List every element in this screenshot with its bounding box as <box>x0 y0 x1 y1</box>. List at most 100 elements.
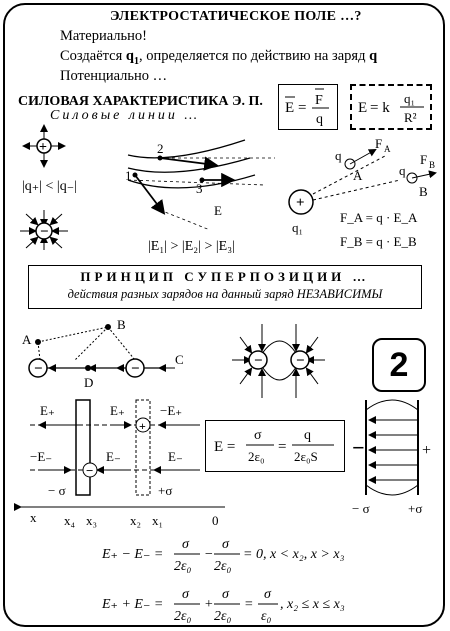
e-compare: |E₁| > |E₂| > |E₃| <box>148 239 235 254</box>
superposition-box: ПРИНЦИП СУПЕРПОЗИЦИИ … действия разных з… <box>28 265 422 309</box>
label-neg-e-minus: −E₋ <box>30 449 52 464</box>
force-fa: F <box>375 136 382 151</box>
axis-x: x <box>30 510 37 525</box>
negative-charge-icon: − <box>20 210 68 250</box>
svg-text:−: − <box>40 224 49 240</box>
field-lines-diagram: + |q₊| < |q₋| − 2 1 3 E |E₁| > |E₂| > |E… <box>20 124 437 254</box>
eq2-n2: σ <box>222 587 230 602</box>
axis-x4: x₄ <box>64 513 76 528</box>
curved-field-lines <box>127 139 275 231</box>
text-line-2-mid: , определяется по действию на заряд <box>138 48 370 64</box>
point-c-label: C <box>175 352 184 367</box>
plate-eq: = <box>278 439 286 455</box>
label-sigma-minus: − σ <box>48 483 66 498</box>
label-neg-e-plus: −E₊ <box>160 403 182 418</box>
charge-q: q <box>369 48 378 64</box>
eq1-op: − <box>204 547 213 562</box>
svg-text:+: + <box>139 419 146 433</box>
axis-zero: 0 <box>212 513 219 528</box>
eq1-d1: 2ε₀ <box>174 559 192 574</box>
cap-plus: + <box>422 442 431 459</box>
card-frame <box>3 3 445 627</box>
formula-lhs: E <box>285 100 294 116</box>
plate-den1: 2ε₀ <box>248 449 265 464</box>
label-sigma-plus: +σ <box>158 483 172 498</box>
charge-q1-sub: 1 <box>133 55 139 67</box>
point-a: A <box>353 168 363 183</box>
svg-text:−: − <box>296 353 305 369</box>
formula-fa: F_A = q · E_A <box>340 210 418 225</box>
page-title: ЭЛЕКТРОСТАТИЧЕСКОЕ ПОЛЕ …? <box>110 9 362 24</box>
force-fb: F <box>420 152 427 167</box>
point-b-label: B <box>117 317 126 332</box>
plate-den2: 2ε₀S <box>294 449 318 464</box>
eq1-n1: σ <box>182 537 190 552</box>
svg-text:+: + <box>39 140 47 155</box>
formula-e-coulomb-svg: E = k q₁ R² <box>358 91 424 125</box>
formula-num: q₁ <box>404 91 415 106</box>
source-q1: q₁ <box>292 220 303 235</box>
label-e-plus-left: E₊ <box>40 403 55 418</box>
formula-eq: = <box>298 100 306 116</box>
charge-q-a: q <box>335 148 342 163</box>
eq1-n2: σ <box>222 537 230 552</box>
force-fb-sub: B <box>429 160 435 170</box>
plate-num1: σ <box>254 428 262 443</box>
superposition-subtitle: действия разных зарядов на данный заряд … <box>67 287 383 301</box>
charge-compare: |q₊| < |q₋| <box>22 179 77 194</box>
svg-text:−: − <box>34 361 43 377</box>
section-title: СИЛОВАЯ ХАРАКТЕРИСТИКА Э. П. <box>18 94 263 109</box>
formula-den: R² <box>404 110 417 125</box>
formula-num: F <box>315 93 323 108</box>
axis-x3: x₃ <box>86 513 97 528</box>
label-e-minus-right: E₋ <box>168 449 183 464</box>
positive-charge-icon: + <box>22 124 66 168</box>
eq1-rhs: = 0, x < x₂, x > x₃ <box>243 547 345 562</box>
plates-diagram: + − E₊ E₊ −E₊ −E₋ E₋ E₋ − σ +σ x x₄ x₃ x… <box>14 399 431 528</box>
eq2-mid: = <box>244 597 253 612</box>
force-fa-sub: A <box>384 144 391 154</box>
point-label-3: 3 <box>196 181 203 196</box>
point-b: B <box>419 184 428 199</box>
text-line-2: Создаётся q1, определяется по действию н… <box>60 48 377 67</box>
svg-text:−: − <box>254 353 263 369</box>
cap-minus: − <box>352 435 365 460</box>
charge-q-b: q <box>399 163 406 178</box>
point-label-2: 2 <box>157 141 164 156</box>
text-line-1: Материально! <box>60 28 147 44</box>
eq1-lhs: E₊ − E₋ = <box>101 547 163 562</box>
text-line-2-prefix: Создаётся <box>60 48 126 64</box>
svg-text:−: − <box>86 463 93 478</box>
slide-number-badge: 2 <box>372 338 426 392</box>
point-label-1: 1 <box>125 168 132 183</box>
eq2-d1: 2ε₀ <box>174 609 192 624</box>
formula-lhs: E <box>358 100 367 116</box>
eq2-rhs: , x₂ ≤ x ≤ x₃ <box>280 597 345 612</box>
axis-x1: x₁ <box>152 513 163 528</box>
superposition-title: ПРИНЦИП СУПЕРПОЗИЦИИ … <box>80 269 370 284</box>
plate-num2: q <box>304 428 311 443</box>
label-e-minus-mid: E₋ <box>106 449 121 464</box>
formula-e-definition-svg: E = F q <box>285 88 329 127</box>
eq2-lhs: E₊ + E₋ = <box>101 597 163 612</box>
cap-sigma-plus: +σ <box>408 501 422 516</box>
formula-eq: = k <box>370 100 390 116</box>
plate-formula-box: E = σ 2ε₀ = q 2ε₀S <box>205 420 345 472</box>
force-diagram: + <box>288 149 437 215</box>
label-e-plus-mid: E₊ <box>110 403 125 418</box>
charge-q1: q <box>125 48 134 64</box>
eq2-d2: 2ε₀ <box>214 609 232 624</box>
plate-formula-svg: E = σ 2ε₀ = q 2ε₀S <box>214 428 334 464</box>
point-d-label: D <box>84 375 93 390</box>
point-a-label: A <box>22 332 32 347</box>
eq1-d2: 2ε₀ <box>214 559 232 574</box>
cap-sigma-minus: − σ <box>352 501 370 516</box>
eq2-n3: σ <box>264 587 272 602</box>
formula-fb: F_B = q · E_B <box>340 234 417 249</box>
svg-text:+: + <box>296 195 305 211</box>
eq2-n1: σ <box>182 587 190 602</box>
svg-text:−: − <box>131 361 140 377</box>
field-lines-label: Силовые линии … <box>50 108 200 123</box>
eq2-op: + <box>204 597 213 612</box>
plate-lhs: E = <box>214 439 235 455</box>
